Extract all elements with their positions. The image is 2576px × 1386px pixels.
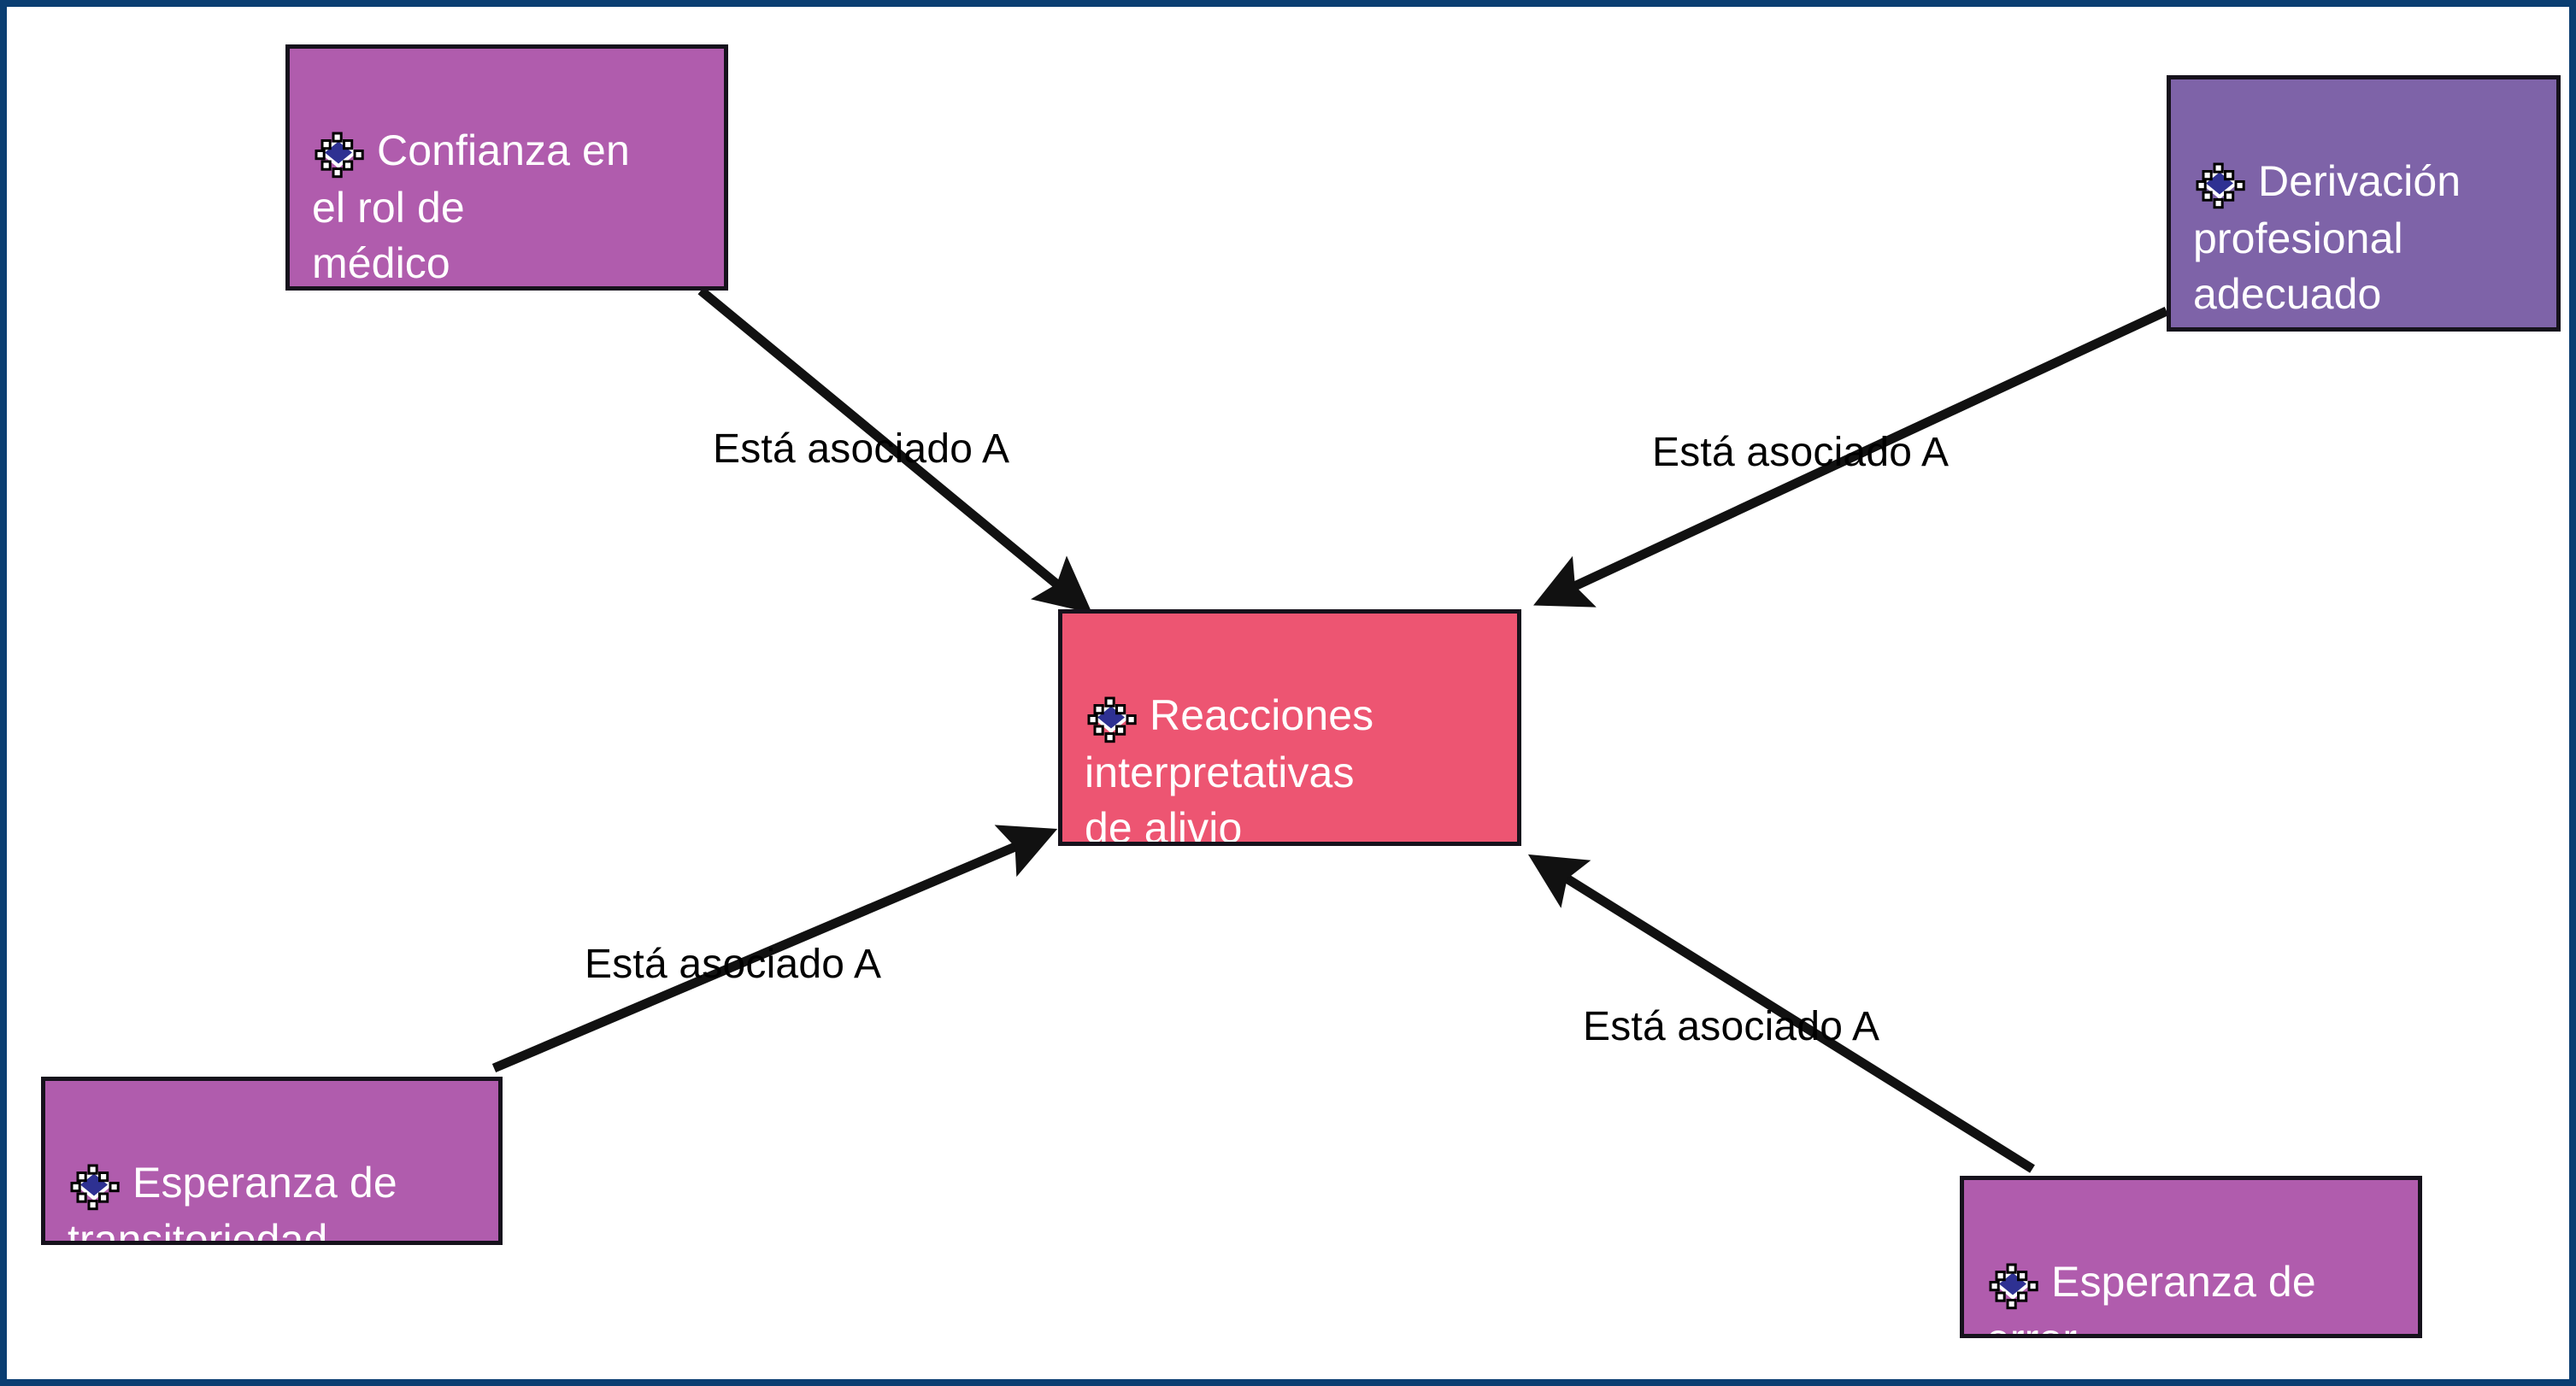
node-text: Esperanza de transitoriedad (68, 1159, 397, 1245)
node-reacciones-interpretativas[interactable]: Reacciones interpretativas de alivio (1058, 609, 1521, 846)
blue-diamond-concept-icon-svg (1989, 1263, 2038, 1310)
node-text: Derivación profesional adecuado (2193, 157, 2461, 318)
blue-diamond-concept-icon-svg (70, 1164, 120, 1211)
node-text: Esperanza de error (1986, 1258, 2316, 1334)
blue-diamond-concept-icon-svg (315, 132, 364, 179)
blue-diamond-concept-icon (312, 129, 365, 182)
blue-diamond-concept-icon-svg (2196, 162, 2245, 209)
node-text: Confianza en el rol de médico (312, 126, 630, 287)
edge-label-derivacion: Está asociado A (1652, 430, 1950, 475)
node-text: Reacciones interpretativas de alivio (1085, 691, 1374, 846)
node-derivacion-profesional[interactable]: Derivación profesional adecuado (2167, 75, 2561, 332)
node-label: Derivación profesional adecuado (2193, 98, 2534, 322)
node-esperanza-error[interactable]: Esperanza de error (1960, 1176, 2422, 1338)
edge-label-confianza: Está asociado A (713, 426, 1010, 472)
blue-diamond-concept-icon (2193, 160, 2246, 213)
blue-diamond-concept-icon (1986, 1260, 2039, 1313)
edge-label-error: Está asociado A (1583, 1004, 1880, 1049)
blue-diamond-concept-icon (1085, 694, 1138, 747)
node-confianza-rol-medico[interactable]: Confianza en el rol de médico (285, 44, 728, 291)
node-label: Esperanza de error (1986, 1199, 2396, 1334)
node-label: Reacciones interpretativas de alivio (1085, 632, 1495, 846)
blue-diamond-concept-icon-svg (1087, 696, 1137, 743)
node-label: Esperanza de transitoriedad (68, 1100, 476, 1245)
node-esperanza-transitoriedad[interactable]: Esperanza de transitoriedad (41, 1077, 503, 1245)
blue-diamond-concept-icon (68, 1161, 121, 1214)
edge-label-transitoriedad: Está asociado A (585, 942, 882, 987)
node-label: Confianza en el rol de médico (312, 68, 702, 287)
